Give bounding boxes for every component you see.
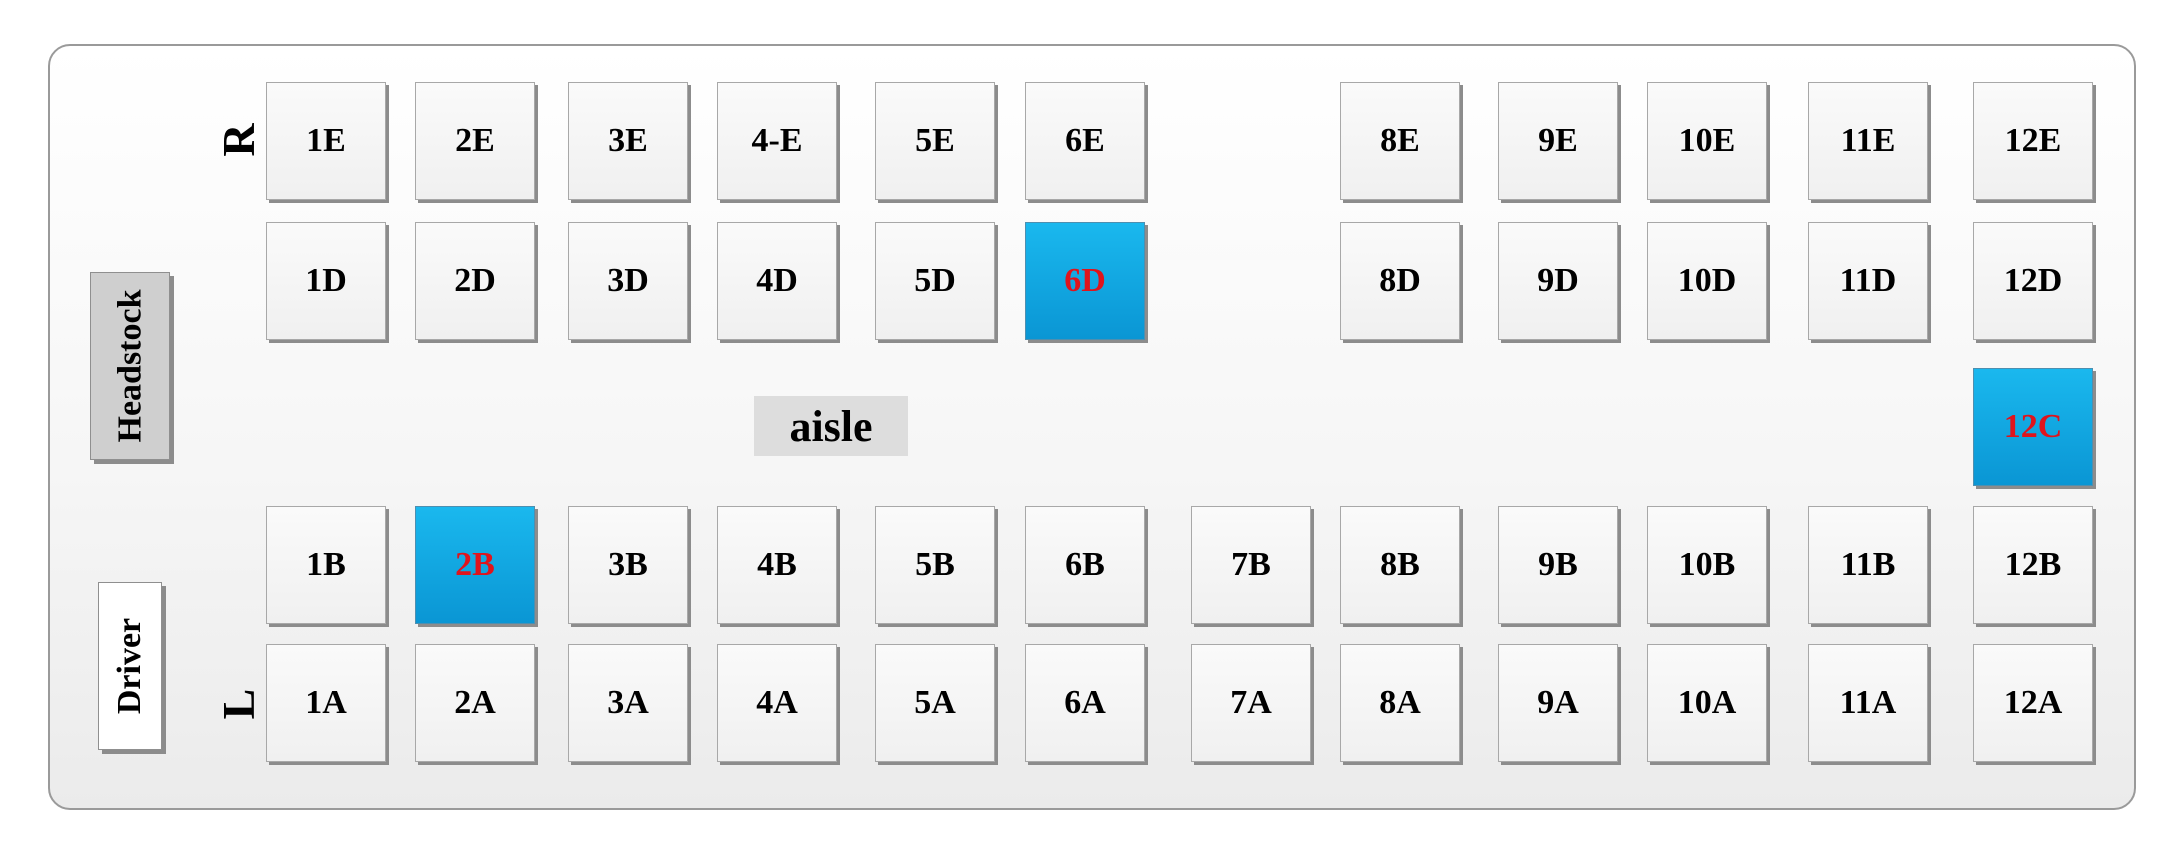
seat-6d[interactable]: 6D [1025, 222, 1145, 340]
right-side-label: R [212, 123, 264, 157]
seat-12d[interactable]: 12D [1973, 222, 2093, 340]
seat-11e[interactable]: 11E [1808, 82, 1928, 200]
seat-1a[interactable]: 1A [266, 644, 386, 762]
seat-2b[interactable]: 2B [415, 506, 535, 624]
seat-5e[interactable]: 5E [875, 82, 995, 200]
seat-1d[interactable]: 1D [266, 222, 386, 340]
seat-12e[interactable]: 12E [1973, 82, 2093, 200]
seat-10b[interactable]: 10B [1647, 506, 1767, 624]
driver-marker: Driver [98, 582, 162, 750]
headstock-marker: Headstock [90, 272, 170, 460]
seat-7a[interactable]: 7A [1191, 644, 1311, 762]
seat-4e[interactable]: 4-E [717, 82, 837, 200]
seat-8e[interactable]: 8E [1340, 82, 1460, 200]
seat-5d[interactable]: 5D [875, 222, 995, 340]
aisle-label: aisle [754, 396, 908, 456]
seat-3d[interactable]: 3D [568, 222, 688, 340]
seat-11b[interactable]: 11B [1808, 506, 1928, 624]
seat-4a[interactable]: 4A [717, 644, 837, 762]
seat-5b[interactable]: 5B [875, 506, 995, 624]
seat-10d[interactable]: 10D [1647, 222, 1767, 340]
seat-2a[interactable]: 2A [415, 644, 535, 762]
seat-12c[interactable]: 12C [1973, 368, 2093, 486]
seat-9a[interactable]: 9A [1498, 644, 1618, 762]
headstock-label: Headstock [111, 289, 148, 443]
seat-3e[interactable]: 3E [568, 82, 688, 200]
seat-2e[interactable]: 2E [415, 82, 535, 200]
seat-6e[interactable]: 6E [1025, 82, 1145, 200]
seat-12b[interactable]: 12B [1973, 506, 2093, 624]
seat-10e[interactable]: 10E [1647, 82, 1767, 200]
seat-10a[interactable]: 10A [1647, 644, 1767, 762]
seat-9b[interactable]: 9B [1498, 506, 1618, 624]
seat-7b[interactable]: 7B [1191, 506, 1311, 624]
seat-8a[interactable]: 8A [1340, 644, 1460, 762]
seat-4d[interactable]: 4D [717, 222, 837, 340]
seat-3a[interactable]: 3A [568, 644, 688, 762]
seat-9d[interactable]: 9D [1498, 222, 1618, 340]
seat-5a[interactable]: 5A [875, 644, 995, 762]
seat-2d[interactable]: 2D [415, 222, 535, 340]
seat-1e[interactable]: 1E [266, 82, 386, 200]
seat-8d[interactable]: 8D [1340, 222, 1460, 340]
seat-3b[interactable]: 3B [568, 506, 688, 624]
seat-6b[interactable]: 6B [1025, 506, 1145, 624]
seat-8b[interactable]: 8B [1340, 506, 1460, 624]
left-side-label: L [212, 688, 264, 720]
seat-4b[interactable]: 4B [717, 506, 837, 624]
seat-9e[interactable]: 9E [1498, 82, 1618, 200]
seat-12a[interactable]: 12A [1973, 644, 2093, 762]
driver-label: Driver [111, 617, 148, 715]
seat-1b[interactable]: 1B [266, 506, 386, 624]
seat-11a[interactable]: 11A [1808, 644, 1928, 762]
seat-6a[interactable]: 6A [1025, 644, 1145, 762]
seat-11d[interactable]: 11D [1808, 222, 1928, 340]
